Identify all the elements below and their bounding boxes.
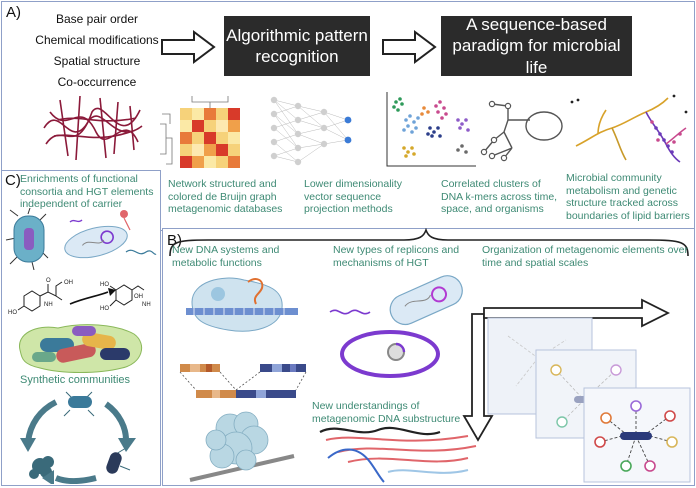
arrow-down-icon bbox=[462, 313, 494, 442]
svg-text:HO: HO bbox=[8, 310, 17, 316]
sequence-paradigm-box: A sequence-based paradigm for microbial … bbox=[441, 15, 632, 77]
gene-cluster-icon bbox=[179, 364, 307, 398]
input-base-pair-order: Base pair order bbox=[55, 12, 139, 26]
caption-dna-systems: New DNA systems and metabolic functions bbox=[172, 244, 280, 269]
metagenomic-network-panels-icon bbox=[487, 317, 691, 483]
metabolite-molecules-icon: HO O OH NH HO HO OH NH bbox=[8, 278, 151, 316]
graph-network-icon bbox=[480, 100, 563, 162]
caption-vector-projection: Lower dimensionality vector sequence pro… bbox=[304, 178, 403, 216]
input-chemical-modifications: Chemical modifications bbox=[35, 33, 159, 47]
caption-dna-substructure: New understandings of metagenomic DNA su… bbox=[312, 400, 461, 425]
svg-text:NH: NH bbox=[142, 302, 151, 308]
svg-text:OH: OH bbox=[134, 294, 143, 300]
caption-kmer-clusters: Correlated clusters of DNA k-mers across… bbox=[441, 178, 558, 216]
svg-text:OH: OH bbox=[64, 280, 73, 286]
panel-a-label: A) bbox=[6, 4, 21, 21]
caption-de-bruijn: Network structured and colored de Bruijn… bbox=[168, 178, 283, 216]
caption-replicons-hgt: New types of replicons and mechanisms of… bbox=[333, 244, 460, 269]
bacteria-phage-icon bbox=[5, 208, 157, 270]
caption-functional-consortia: Enrichments of functional consortia and … bbox=[20, 173, 154, 211]
arrow-right-icon bbox=[382, 30, 437, 64]
svg-text:NH: NH bbox=[44, 302, 53, 308]
input-co-occurrence: Co-occurrence bbox=[57, 75, 137, 89]
caption-community-metabolism: Microbial community metabolism and genet… bbox=[566, 172, 690, 222]
algorithmic-pattern-recognition-box: Algorithmic pattern recognition bbox=[224, 16, 370, 76]
dna-strands-icon bbox=[319, 426, 477, 483]
cluster-plot-icon bbox=[386, 92, 476, 167]
bacterial-consortium-icon bbox=[19, 324, 143, 373]
panel-c-label: C) bbox=[5, 172, 21, 189]
protein-structure-icon bbox=[189, 411, 295, 482]
svg-text:HO: HO bbox=[100, 282, 109, 288]
svg-text:O: O bbox=[46, 278, 51, 284]
svg-text:HO: HO bbox=[100, 306, 109, 312]
neural-network-icon bbox=[270, 96, 352, 166]
dna-network-icon bbox=[43, 95, 143, 161]
metabolism-tracking-icon bbox=[570, 94, 688, 163]
curly-brace-icon bbox=[169, 228, 689, 257]
protein-dna-complex-icon bbox=[186, 277, 298, 332]
heatmap-icon bbox=[160, 96, 240, 168]
input-spatial-structure: Spatial structure bbox=[53, 54, 141, 68]
cycle-arrows-icon bbox=[20, 391, 136, 484]
plasmid-cell-icon bbox=[329, 275, 463, 378]
arrow-right-icon bbox=[161, 30, 216, 64]
caption-synthetic-communities: Synthetic communities bbox=[20, 374, 131, 386]
panel-b-label: B) bbox=[167, 232, 182, 249]
caption-organization-metagenomic: Organization of metagenomic elements ove… bbox=[482, 244, 689, 269]
